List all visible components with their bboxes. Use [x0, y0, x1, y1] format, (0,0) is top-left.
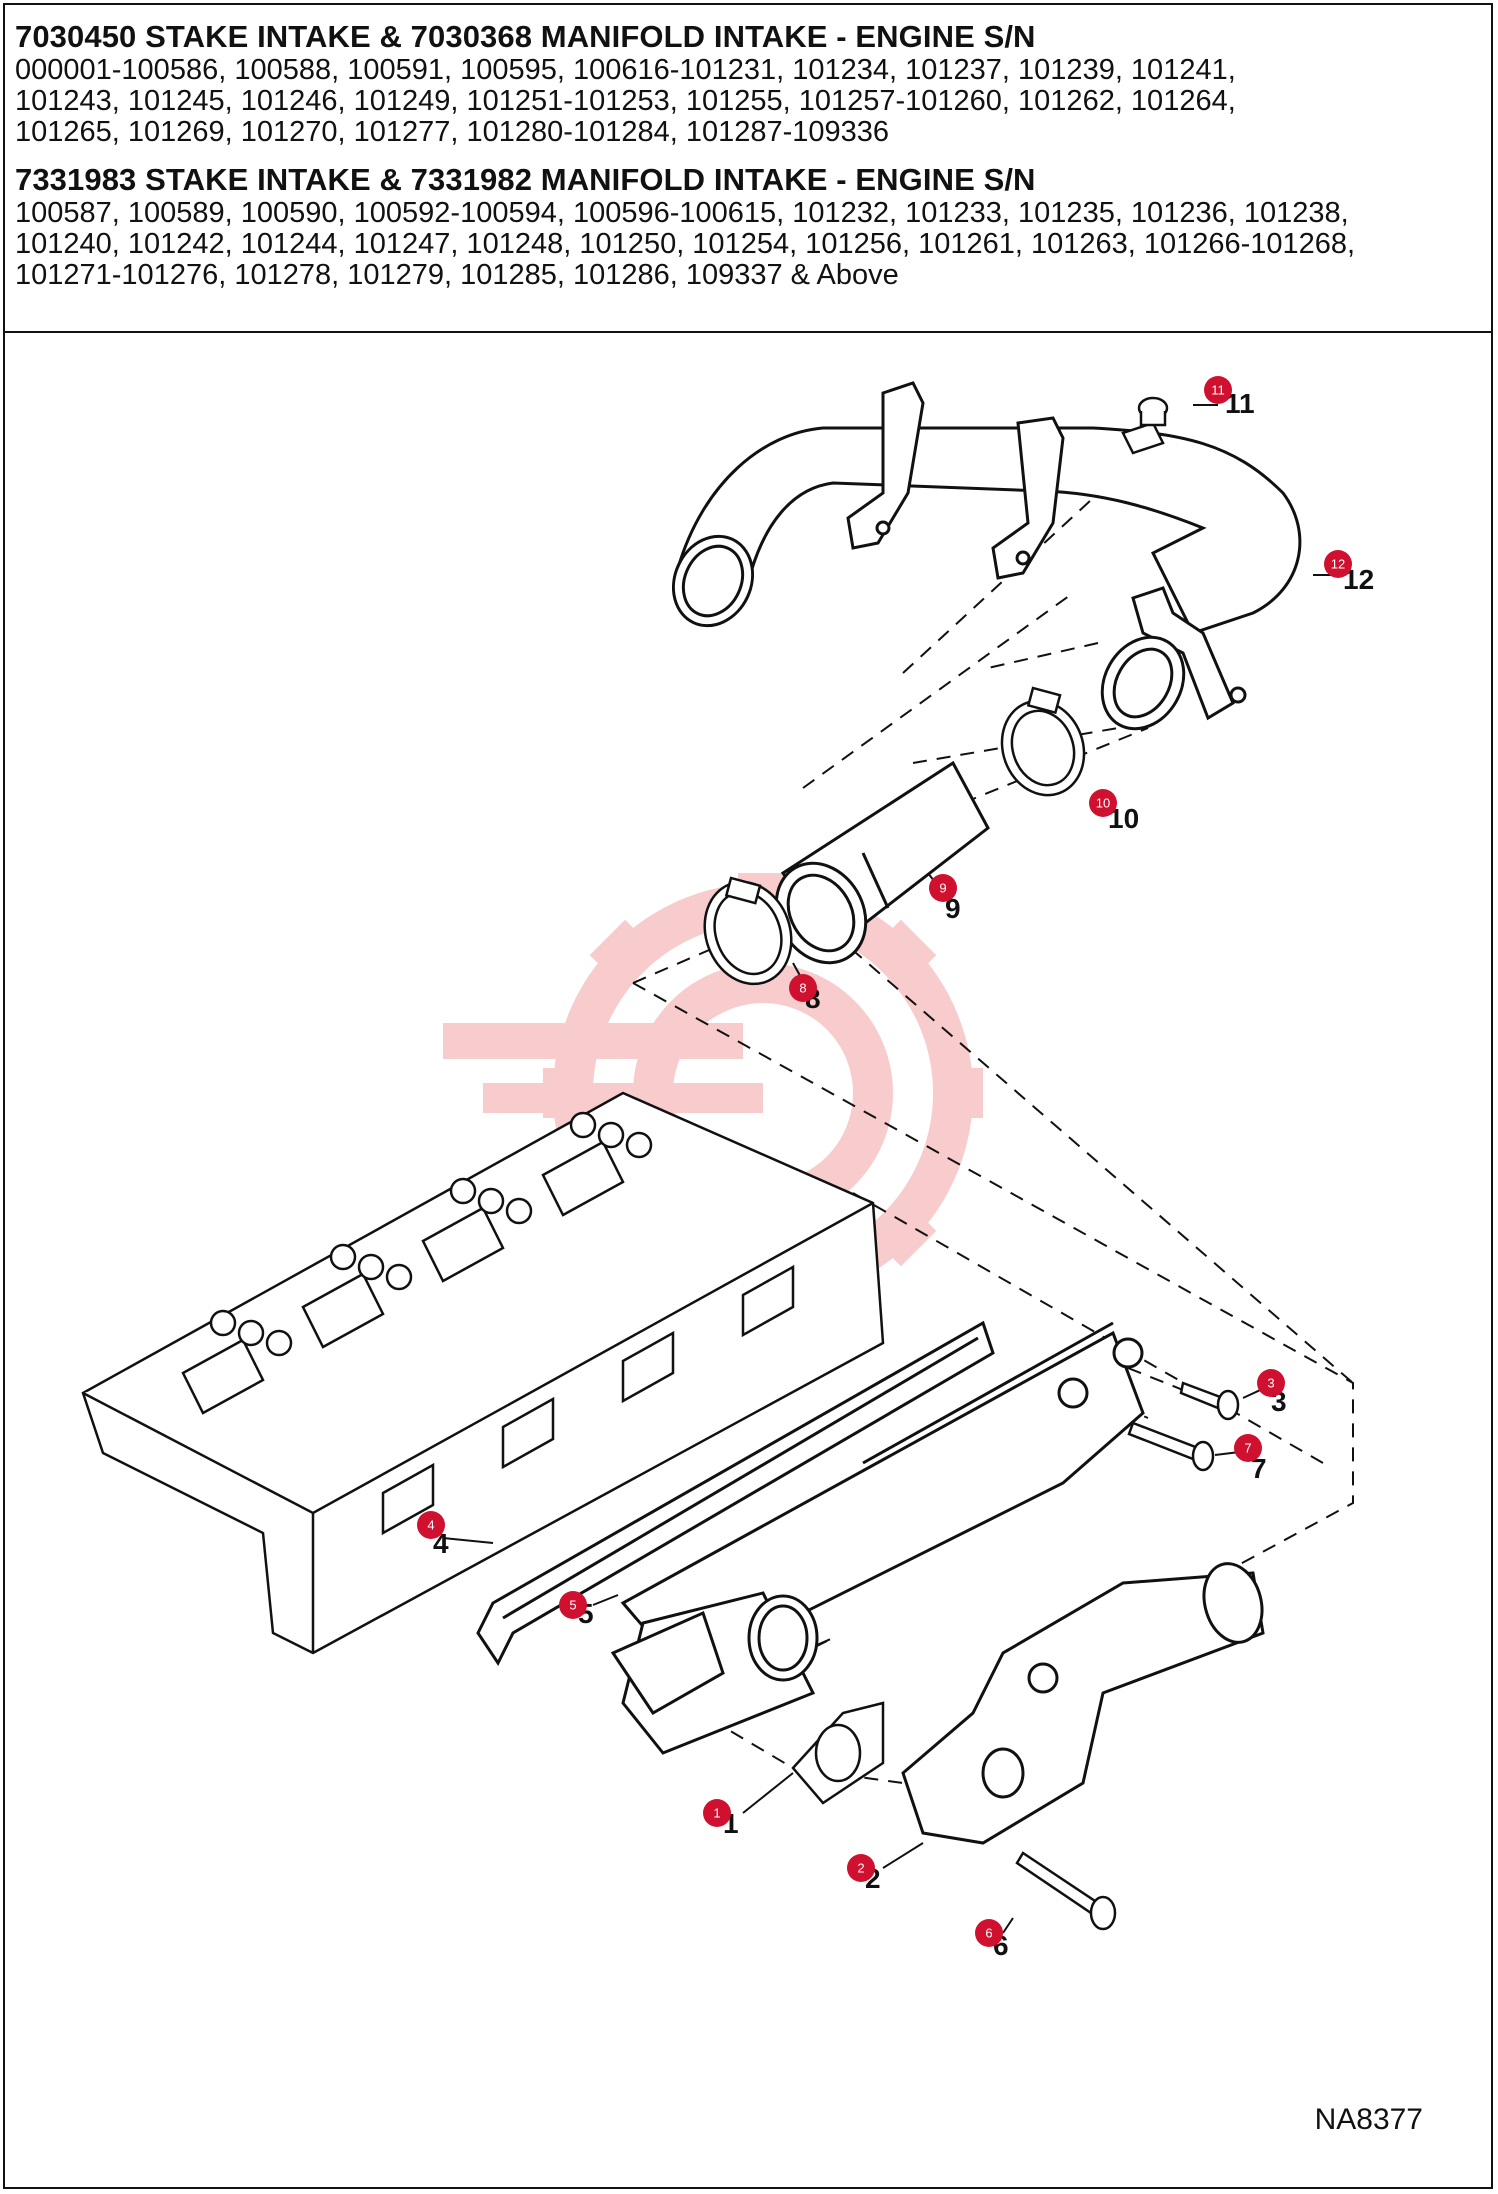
- callout-badges: 11 12 10 9 8 3 7 4 5 1 2 6: [417, 376, 1352, 1947]
- header: 7030450 STAKE INTAKE & 7030368 MANIFOLD …: [3, 3, 1493, 333]
- exploded-parts-diagram: 11 12 10 9 8 3 7 4 5 1 2 6 11 12 10 9 8 …: [3, 333, 1493, 2189]
- serial-block-2-line-1: 100587, 100589, 100590, 100592-100594, 1…: [15, 197, 1349, 229]
- page-frame: [3, 3, 1493, 2189]
- intake-port: [501, 1396, 555, 1470]
- callout-badge-12[interactable]: 12: [1324, 550, 1352, 578]
- watermark-bar-1: [443, 1023, 743, 1059]
- part-12-stake-intake: [671, 381, 1302, 731]
- callout-badge-11[interactable]: 11: [1204, 376, 1232, 404]
- cylinder-head: [81, 1091, 885, 1655]
- valve-boss: [569, 1111, 597, 1139]
- reference-code: NA8377: [1314, 2103, 1423, 2136]
- valve-boss: [329, 1243, 357, 1271]
- callout-badge-5[interactable]: 5: [559, 1591, 587, 1619]
- part-11-bolt: [1121, 396, 1169, 455]
- svg-text:11: 11: [1211, 383, 1225, 398]
- serial-block-1-line-3: 101265, 101269, 101270, 101277, 101280-1…: [15, 116, 890, 148]
- callout-badge-7[interactable]: 7: [1234, 1434, 1262, 1462]
- intake-port: [621, 1330, 675, 1404]
- callout-badge-4[interactable]: 4: [417, 1511, 445, 1539]
- part-3-bolt: [1179, 1381, 1240, 1421]
- serial-block-2-line-3: 101271-101276, 101278, 101279, 101285, 1…: [15, 259, 899, 291]
- head-port: [181, 1338, 265, 1415]
- serial-block-1-line-1: 000001-100586, 100588, 100591, 100595, 1…: [15, 54, 1236, 86]
- valve-boss: [505, 1197, 533, 1225]
- svg-text:5: 5: [569, 1598, 576, 1613]
- svg-text:9: 9: [939, 881, 946, 896]
- valve-boss: [237, 1319, 265, 1347]
- valve-boss: [477, 1187, 505, 1215]
- head-port: [541, 1140, 625, 1217]
- serial-block-1-title: 7030450 STAKE INTAKE & 7030368 MANIFOLD …: [15, 19, 1036, 54]
- diagram-svg: 11 12 10 9 8 3 7 4 5 1 2 6 11 12 10 9 8 …: [81, 376, 1374, 1961]
- plain-number-7: 7: [1251, 1453, 1267, 1484]
- serial-block-1-line-2: 101243, 101245, 101246, 101249, 101251-1…: [15, 85, 1236, 117]
- intake-port: [381, 1462, 435, 1536]
- valve-boss: [625, 1131, 653, 1159]
- svg-text:10: 10: [1096, 796, 1110, 811]
- head-port: [421, 1206, 505, 1283]
- callout-badge-1[interactable]: 1: [703, 1799, 731, 1827]
- serial-block-1: 7030450 STAKE INTAKE & 7030368 MANIFOLD …: [15, 19, 1493, 148]
- svg-text:12: 12: [1331, 557, 1345, 572]
- head-ports: [181, 1140, 795, 1536]
- svg-text:6: 6: [985, 1926, 992, 1941]
- watermark-gear-tooth: [933, 1068, 983, 1118]
- valve-boss: [449, 1177, 477, 1205]
- serial-block-2-title: 7331983 STAKE INTAKE & 7331982 MANIFOLD …: [15, 162, 1036, 197]
- valve-boss: [265, 1329, 293, 1357]
- svg-text:4: 4: [427, 1518, 434, 1533]
- head-port: [301, 1272, 385, 1349]
- intake-port: [741, 1264, 795, 1338]
- part-9-hose: [774, 760, 990, 965]
- svg-text:7: 7: [1244, 1441, 1251, 1456]
- svg-text:3: 3: [1267, 1376, 1274, 1391]
- manifold-body: [610, 1321, 1145, 1755]
- callout-badge-9[interactable]: 9: [929, 874, 957, 902]
- part-6-bolt: [1015, 1851, 1117, 1931]
- valve-boss: [357, 1253, 385, 1281]
- head-valve-bosses: [209, 1111, 653, 1357]
- callout-badge-8[interactable]: 8: [789, 974, 817, 1002]
- callout-badge-2[interactable]: 2: [847, 1854, 875, 1882]
- part-4-gasket: [476, 1320, 995, 1666]
- part-8-clamp: [703, 876, 793, 986]
- plain-number-9: 9: [945, 893, 961, 924]
- svg-text:8: 8: [799, 981, 806, 996]
- valve-boss: [385, 1263, 413, 1291]
- serial-block-2-line-2: 101240, 101242, 101244, 101247, 101248, …: [15, 228, 1356, 260]
- part-7-bolt: [1127, 1421, 1215, 1472]
- callout-badge-10[interactable]: 10: [1089, 789, 1117, 817]
- part-1-gasket: [791, 1701, 885, 1805]
- serial-block-2: 7331983 STAKE INTAKE & 7331982 MANIFOLD …: [15, 162, 1493, 291]
- part-10-clamp: [1000, 686, 1086, 797]
- svg-text:1: 1: [713, 1806, 720, 1821]
- valve-boss: [597, 1121, 625, 1149]
- callout-badge-6[interactable]: 6: [975, 1919, 1003, 1947]
- valve-boss: [209, 1309, 237, 1337]
- svg-text:2: 2: [857, 1861, 864, 1876]
- part-2-intake-elbow: [901, 1562, 1265, 1845]
- callout-badge-3[interactable]: 3: [1257, 1369, 1285, 1397]
